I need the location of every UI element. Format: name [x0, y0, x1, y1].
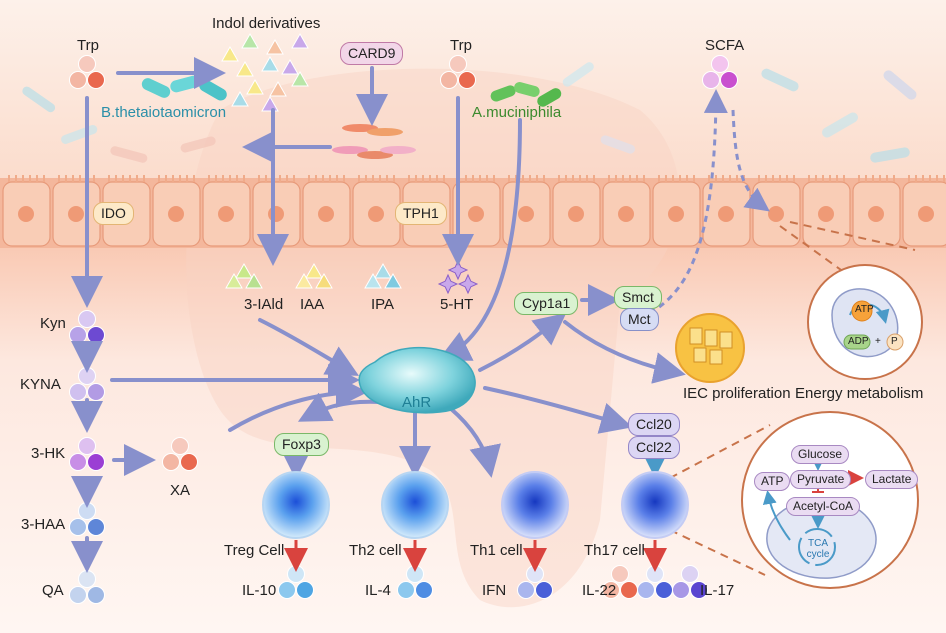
label-3-haa: 3-HAA: [21, 516, 66, 533]
t-cells: [262, 471, 689, 539]
label-th1-cell: Th1 cell: [470, 542, 523, 559]
label-mct: Mct: [620, 308, 659, 332]
label-il-4: IL-4: [365, 582, 391, 599]
label-smct: Smct: [614, 286, 662, 310]
epithelial-cells: [2, 175, 946, 247]
label-btheta: B.thetaiotaomicron: [101, 104, 227, 121]
label-xa: XA: [170, 482, 191, 499]
label-glucose: Glucose: [791, 445, 850, 465]
red-arrows: [284, 540, 667, 572]
label-trp-mid: Trp: [450, 37, 472, 54]
label-iaa: IAA: [300, 296, 325, 313]
amuciniphila-bacteria: [490, 82, 562, 107]
label-th2-cell: Th2 cell: [349, 542, 402, 559]
label-il-22: IL-22: [582, 582, 617, 599]
label-th17-cell: Th17 cell: [584, 542, 645, 559]
label-5-ht: 5-HT: [440, 296, 474, 313]
label-lactate: Lactate: [865, 470, 919, 490]
label-tph1: TPH1: [395, 202, 447, 226]
label-tca-cycle: TCA cycle: [806, 538, 830, 560]
energy-metabolism-inset: [807, 264, 923, 380]
pathway-arrows: [71, 57, 686, 573]
label-3-hk: 3-HK: [31, 445, 66, 462]
label-cyp1a1: Cyp1a1: [514, 292, 579, 316]
label-acetyl-coa: Acetyl-CoA: [786, 497, 861, 517]
label-amuciniphila: A.muciniphila: [472, 104, 562, 121]
card9-bacteria: [332, 124, 416, 159]
label-il-10: IL-10: [242, 582, 277, 599]
label-energy-metabolism: Energy metabolism: [795, 385, 924, 402]
label-ahr: AhR: [402, 394, 432, 411]
label-adp: ADP: [848, 336, 869, 347]
th1-cell-shape: [501, 471, 569, 539]
metabolite-molecules: [69, 32, 738, 604]
label-p: P: [891, 336, 898, 347]
label-il-17: IL-17: [700, 582, 735, 599]
label-plus: +: [875, 336, 881, 347]
th2-cell-shape: [381, 471, 449, 539]
label-foxp3: Foxp3: [274, 433, 329, 457]
label-scfa: SCFA: [705, 37, 745, 54]
iec-proliferation-graphic: [675, 313, 745, 383]
ahr-receptor: [358, 346, 476, 414]
th17-cell-shape: [621, 471, 689, 539]
label-ido: IDO: [93, 202, 134, 226]
treg-cell-shape: [262, 471, 330, 539]
label-3-iald: 3-IAld: [244, 296, 284, 313]
label-iec-proliferation: IEC proliferation: [683, 385, 791, 402]
label-kyn: Kyn: [40, 315, 66, 332]
scfa-dashed-arrows: [649, 89, 770, 315]
label-card9: CARD9: [340, 42, 404, 66]
label-atp-tca: ATP: [754, 472, 791, 492]
label-atp-energy: ATP: [855, 304, 874, 315]
label-trp-left: Trp: [77, 37, 99, 54]
label-indol-derivatives: Indol derivatives: [212, 15, 321, 32]
zoom-dashed-lines: [669, 221, 916, 576]
label-kyna: KYNA: [20, 376, 61, 393]
label-treg-cell: Treg Cell: [224, 542, 285, 559]
label-ifn: IFN: [482, 582, 507, 599]
label-ipa: IPA: [371, 296, 395, 313]
label-qa: QA: [42, 582, 64, 599]
label-ccl20: Ccl20: [628, 413, 680, 437]
label-pyruvate: Pyruvate: [790, 470, 852, 490]
label-ccl22: Ccl22: [628, 436, 680, 460]
